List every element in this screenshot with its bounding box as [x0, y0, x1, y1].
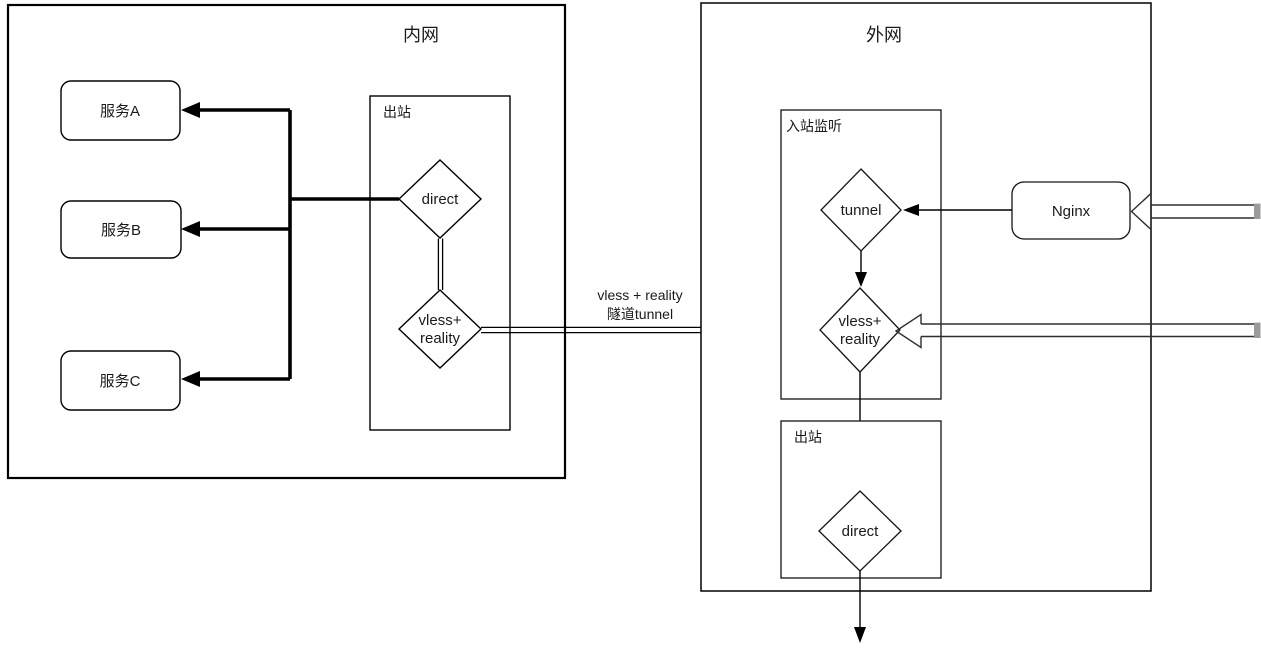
intranet-vless-label-line2: reality: [420, 330, 461, 347]
nginx-to-tunnel-arrowhead-icon: [903, 204, 919, 216]
intranet-direct-label: direct: [422, 191, 460, 208]
intranet-outbound-group: 出站 direct vless+ reality: [369, 95, 511, 431]
intranet-outbound-label: 出站: [383, 104, 411, 120]
extranet-outbound-label: 出站: [794, 429, 822, 445]
incoming-traffic-arrow-nginx: [1130, 191, 1261, 232]
intranet-vless-diamond: [397, 289, 483, 369]
nginx-node: Nginx: [1011, 181, 1131, 240]
service-b-label: 服务B: [101, 222, 141, 239]
tunnel-link-label-line1: vless + reality: [597, 287, 682, 303]
tunnel-to-vless-arrowhead-icon: [855, 272, 867, 287]
nginx-traffic-end-cap: [1254, 203, 1261, 219]
intranet-title: 内网: [403, 25, 439, 45]
extranet-direct-label: direct: [842, 523, 880, 540]
vless-traffic-open-arrowhead-icon: [894, 313, 922, 349]
tunnel-label: tunnel: [841, 202, 882, 219]
service-a-node: 服务A: [60, 80, 181, 141]
extranet-vless-label-line1: vless+: [839, 313, 882, 330]
service-c-node: 服务C: [60, 350, 181, 411]
extranet-inbound-label: 入站监听: [786, 118, 842, 134]
intranet-vless-label-line1: vless+: [419, 312, 462, 329]
intranet-outbound-container: [369, 95, 511, 431]
intranet-direct-vless-link: [437, 238, 444, 290]
incoming-traffic-arrow-vless: [894, 313, 1261, 349]
extranet-inbound-group: 入站监听 tunnel vless+ reality: [780, 109, 942, 400]
service-b-node: 服务B: [60, 200, 182, 259]
service-a-label: 服务A: [100, 103, 140, 120]
direct-outbound-arrowhead-icon: [854, 627, 866, 643]
extranet-title: 外网: [866, 25, 902, 45]
extranet-vless-label-line2: reality: [840, 331, 881, 348]
arrowhead-service-c-icon: [181, 371, 200, 387]
tunnel-link-label-line2: 隧道tunnel: [607, 306, 673, 322]
arrowhead-service-a-icon: [181, 102, 200, 118]
service-c-label: 服务C: [100, 373, 141, 390]
nginx-traffic-open-arrowhead-icon: [1130, 191, 1152, 232]
extranet-outbound-group: 出站 direct: [780, 420, 942, 579]
intranet-routing-arrows: [181, 102, 399, 387]
intranet-group: 内网 服务A 服务B 服务C 出站 direct vless+: [6, 3, 567, 480]
arrowhead-service-b-icon: [181, 221, 200, 237]
extranet-group: 外网 入站监听 tunnel vless+ reality 出站 direct: [700, 2, 1152, 643]
intranet-direct-diamond: [397, 159, 483, 239]
vless-traffic-end-cap: [1254, 322, 1261, 338]
nginx-label: Nginx: [1052, 203, 1091, 220]
